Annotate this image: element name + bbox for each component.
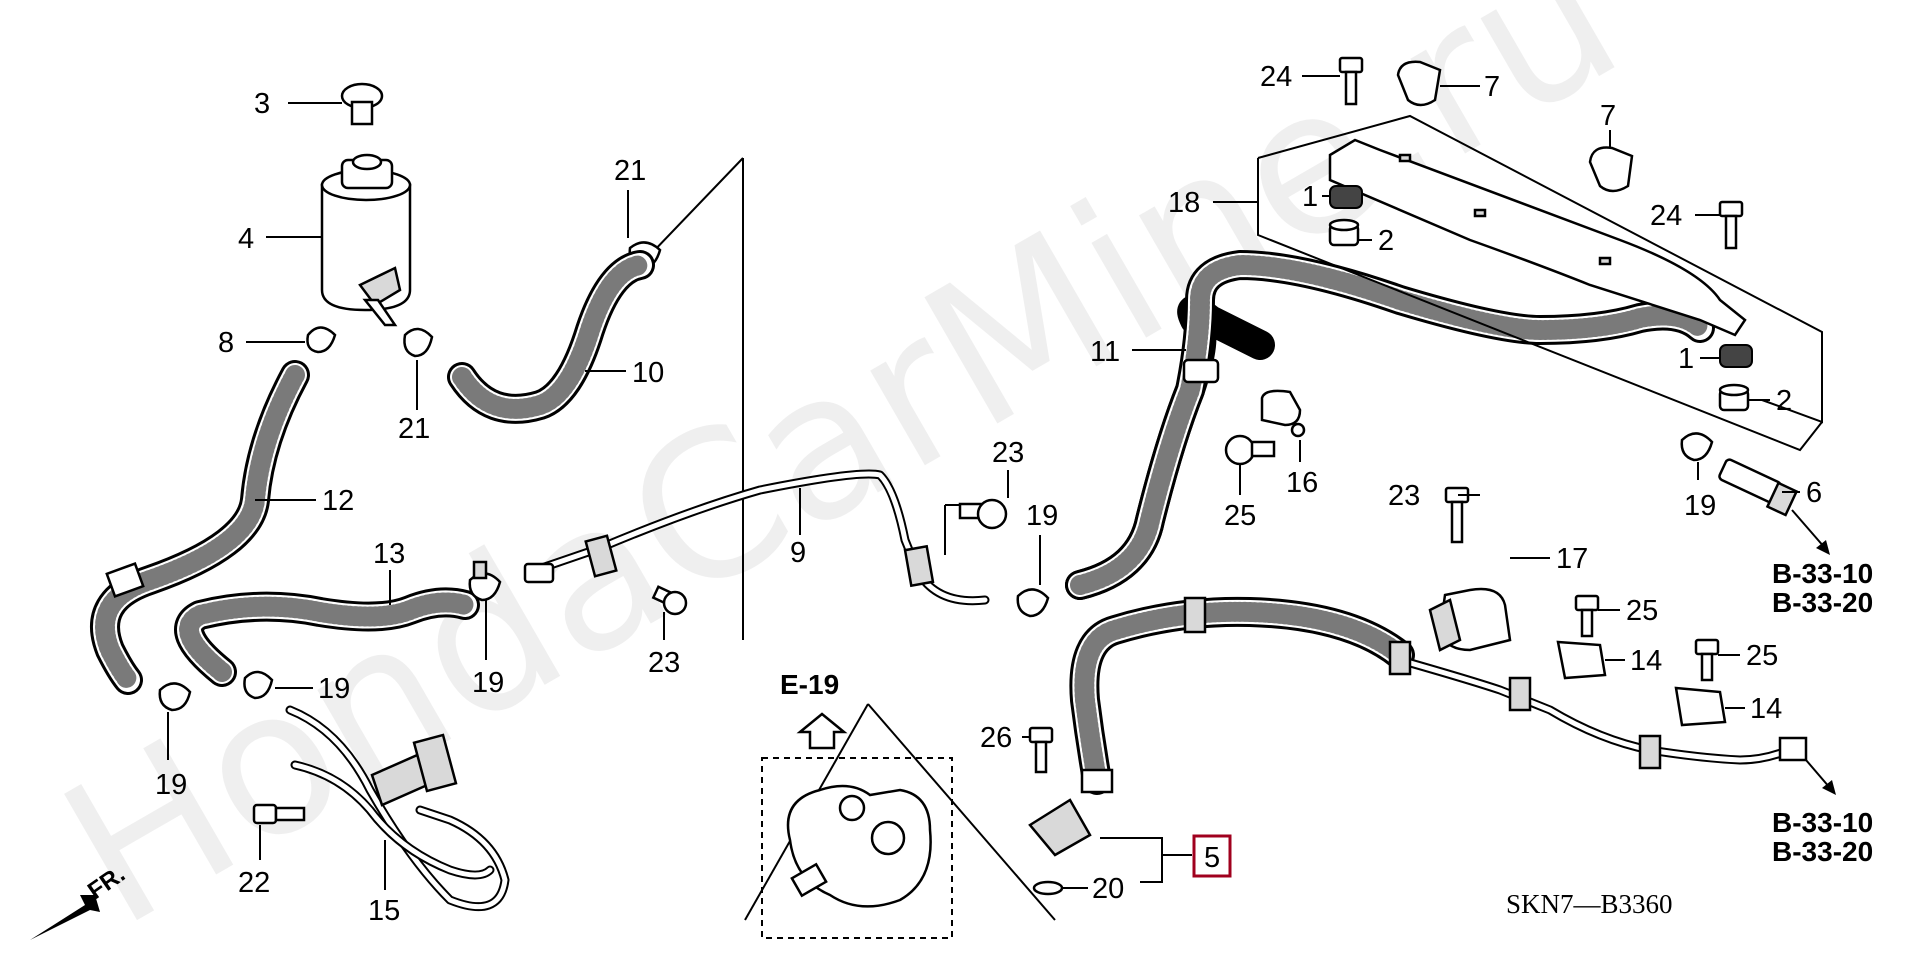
stay-18-box bbox=[1257, 114, 1823, 452]
callout-2: 2 bbox=[1378, 225, 1394, 257]
stay-18 bbox=[1328, 138, 1747, 337]
callout-19: 19 bbox=[1026, 500, 1058, 532]
bolt-23-right bbox=[1444, 486, 1470, 544]
ref-b-33-20-top[interactable]: B-33-20 bbox=[1772, 587, 1873, 618]
hose-13 bbox=[174, 587, 480, 687]
hose-11 bbox=[1065, 250, 1715, 600]
grommet-1-upper bbox=[1329, 185, 1363, 209]
callout-labels: 3 4 8 21 21 10 12 13 19 19 19 19 19 22 1… bbox=[155, 61, 1822, 927]
callout-7: 7 bbox=[1600, 100, 1616, 132]
hose-clamp-19-c bbox=[468, 560, 502, 602]
bolt-23-left bbox=[651, 585, 688, 616]
hose-clamp-19-b bbox=[243, 670, 274, 700]
callout-21: 21 bbox=[614, 155, 646, 187]
callout-25: 25 bbox=[1224, 500, 1256, 532]
bolt-22 bbox=[252, 803, 306, 825]
callout-14: 14 bbox=[1630, 645, 1662, 677]
arrow-line-bottom bbox=[1805, 759, 1831, 789]
callout-19: 19 bbox=[1684, 490, 1716, 522]
callout-11: 11 bbox=[1090, 336, 1120, 368]
reservoir-cap bbox=[340, 82, 384, 126]
bracket-17 bbox=[1428, 587, 1512, 652]
callout-24: 24 bbox=[1650, 200, 1682, 232]
clip-7-right bbox=[1588, 146, 1634, 193]
clamp-14-upper bbox=[1556, 640, 1607, 680]
callout-3: 3 bbox=[254, 88, 270, 120]
callout-23: 23 bbox=[992, 437, 1024, 469]
callout-22: 22 bbox=[238, 867, 270, 899]
pressure-hose-5 bbox=[1028, 596, 1808, 857]
arrow-head-bottom bbox=[1822, 780, 1836, 795]
bolt-26 bbox=[1028, 726, 1054, 774]
clamp-14-lower bbox=[1674, 686, 1727, 727]
hose-clamp-19-d bbox=[1016, 588, 1050, 618]
callout-19: 19 bbox=[318, 673, 350, 705]
diagram-code: SKN7—B3360 bbox=[1506, 889, 1673, 919]
callout-leaders bbox=[167, 75, 1800, 890]
inset-power-steering-pump bbox=[744, 703, 1056, 939]
pipe-9 bbox=[523, 469, 990, 606]
hose-clamp-19-e bbox=[1680, 432, 1714, 462]
bolt-25-mid bbox=[1574, 594, 1600, 638]
callout-19: 19 bbox=[155, 769, 187, 801]
ref-b-33-10-top[interactable]: B-33-10 bbox=[1772, 558, 1873, 589]
callout-2: 2 bbox=[1776, 385, 1792, 417]
callout-9: 9 bbox=[790, 537, 806, 569]
ref-b-33-10-bottom[interactable]: B-33-10 bbox=[1772, 807, 1873, 838]
callout-15: 15 bbox=[368, 895, 400, 927]
callout-4: 4 bbox=[238, 223, 254, 255]
leader-line bbox=[649, 157, 744, 256]
callout-25: 25 bbox=[1626, 595, 1658, 627]
hose-12 bbox=[90, 360, 310, 695]
bolt-23-mid bbox=[958, 498, 1008, 530]
callout-23: 23 bbox=[1388, 480, 1420, 512]
callout-5: 5 bbox=[1204, 842, 1220, 874]
collar-2-upper bbox=[1328, 218, 1360, 247]
clip-7-top bbox=[1396, 60, 1442, 107]
fitting-6 bbox=[1718, 458, 1799, 517]
callout-5-highlight[interactable]: 5 bbox=[1192, 834, 1232, 878]
callout-6: 6 bbox=[1806, 477, 1822, 509]
callout-17: 17 bbox=[1556, 543, 1588, 575]
ref-e-19[interactable]: E-19 bbox=[780, 669, 839, 700]
callout-26: 26 bbox=[980, 722, 1012, 754]
hose-clamp-19-a bbox=[158, 682, 192, 712]
callout-7: 7 bbox=[1484, 71, 1500, 103]
hose-clamp-21-lower bbox=[403, 327, 434, 358]
callout-19: 19 bbox=[472, 667, 504, 699]
callout-8: 8 bbox=[218, 327, 234, 359]
callout-23: 23 bbox=[648, 647, 680, 679]
leader-bracket-5 bbox=[1100, 837, 1163, 883]
bolt-24-right bbox=[1718, 200, 1744, 250]
bolt-25-lower bbox=[1694, 638, 1720, 682]
bolt-24-top bbox=[1338, 56, 1364, 106]
hose-10 bbox=[447, 250, 655, 424]
callout-25: 25 bbox=[1746, 640, 1778, 672]
arrow-line-top bbox=[1791, 509, 1826, 549]
grommet-1-lower bbox=[1719, 344, 1753, 368]
collar-2-lower bbox=[1718, 383, 1750, 412]
hose-clamp-8 bbox=[306, 326, 337, 354]
callout-16: 16 bbox=[1286, 467, 1318, 499]
callout-14: 14 bbox=[1750, 693, 1782, 725]
callout-13: 13 bbox=[373, 538, 405, 570]
ref-b-33-20-bottom[interactable]: B-33-20 bbox=[1772, 836, 1873, 867]
washer-20 bbox=[1032, 880, 1064, 896]
callout-12: 12 bbox=[322, 485, 354, 517]
callout-24: 24 bbox=[1260, 61, 1292, 93]
reservoir-tank bbox=[320, 153, 412, 327]
bolt-25-upper bbox=[1224, 434, 1276, 466]
callout-21: 21 bbox=[398, 413, 430, 445]
arrow-head-top bbox=[1816, 540, 1830, 555]
callout-20: 20 bbox=[1092, 873, 1124, 905]
callout-10: 10 bbox=[632, 357, 664, 389]
callout-1: 1 bbox=[1678, 343, 1694, 375]
bracket-16 bbox=[1260, 389, 1306, 438]
callout-18: 18 bbox=[1168, 187, 1200, 219]
pipe-assembly-15 bbox=[285, 705, 510, 912]
callout-1: 1 bbox=[1302, 181, 1318, 213]
